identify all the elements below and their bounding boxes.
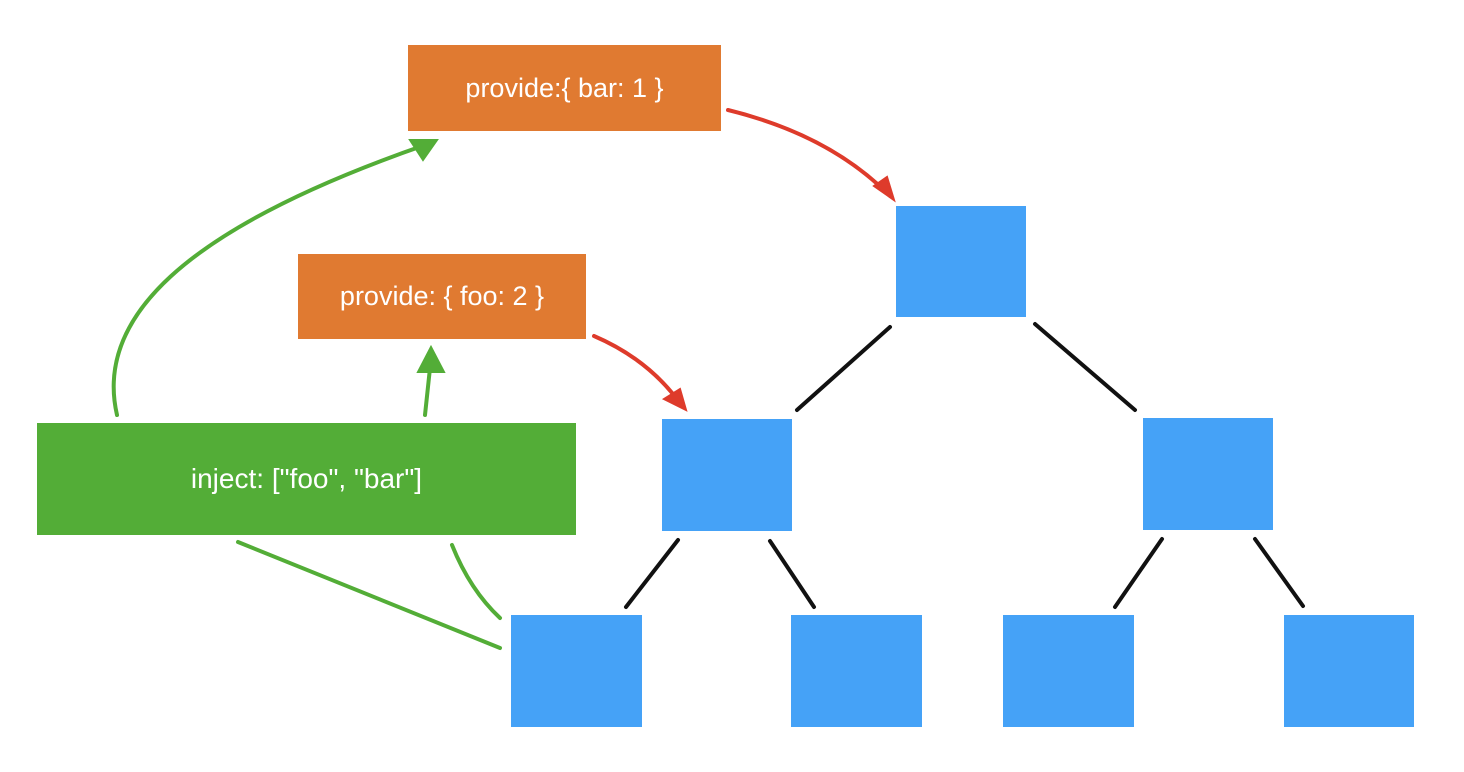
provide-foo-box: provide: { foo: 2 } [298,254,586,339]
provide-foo-label: provide: { foo: 2 } [339,281,545,311]
edge-right-leaf4 [1253,537,1305,608]
provide-bar-box: provide:{ bar: 1 } [408,45,721,131]
tree-node-right-right-leaf [1284,615,1414,727]
tree-node-left-left-leaf [511,615,642,727]
edge-right-leaf3 [1113,537,1164,609]
inject-label: inject: ["foo", "bar"] [190,463,423,494]
tree-node-right-left-leaf [1003,615,1134,727]
inject-arrows [111,139,502,650]
tree-node-right-child [1143,418,1273,530]
inject-to-bar-arrow [111,143,427,417]
tree-node-root [896,206,1026,317]
edge-root-left [795,325,892,412]
inject-to-bar-arrowhead [408,139,439,162]
provide-foo-arrowhead [661,387,688,412]
tree-node-left-child [662,419,792,531]
leaf-to-inject-line-2 [450,543,502,620]
provide-bar-label: provide:{ bar: 1 } [465,72,664,103]
leaf-to-inject-line-1 [236,540,502,650]
edge-root-right [1033,322,1137,412]
tree-edges [624,322,1305,609]
edge-left-leaf2 [768,539,816,609]
edge-left-leaf1 [624,538,680,609]
inject-to-foo-arrowhead [416,344,446,373]
provide-bar-arrow [726,108,892,198]
inject-to-foo-arrow [423,366,432,417]
tree-node-left-right-leaf [791,615,922,727]
provide-arrows [592,108,896,412]
inject-box: inject: ["foo", "bar"] [37,423,576,535]
provide-bar-arrowhead [872,175,896,203]
